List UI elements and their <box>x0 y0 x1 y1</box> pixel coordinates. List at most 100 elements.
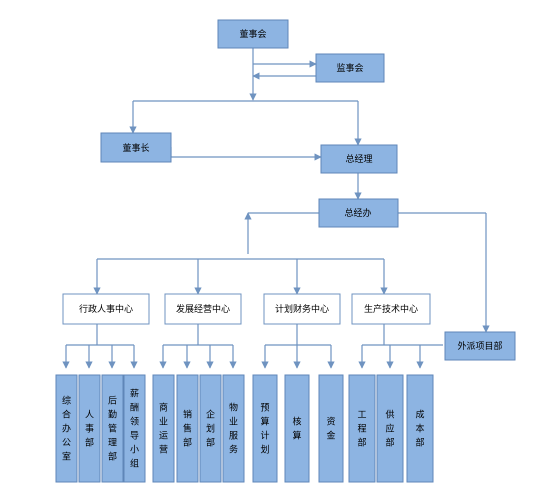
department-development-1: 销售部 <box>176 374 199 483</box>
department-label-char: 小 <box>130 445 139 456</box>
node-external-projects: 外派项目部 <box>444 331 516 361</box>
department-label-char: 室 <box>62 451 71 463</box>
node-admin-hr-center-label: 行政人事中心 <box>79 303 133 315</box>
department-label-char: 计 <box>260 430 269 442</box>
node-board-label: 董事会 <box>239 28 266 40</box>
department-label-char: 部 <box>85 437 94 449</box>
department-label-char: 本 <box>415 423 424 435</box>
node-admin-hr-center: 行政人事中心 <box>62 293 150 325</box>
department-label-char: 部 <box>108 451 117 463</box>
department-box <box>252 374 278 483</box>
department-label-char: 销 <box>183 409 192 421</box>
department-label-char: 办 <box>62 423 71 435</box>
department-label-char: 资 <box>326 417 335 428</box>
department-label-char: 部 <box>357 437 366 449</box>
department-label-char: 服 <box>229 431 238 442</box>
department-development-2: 企划部 <box>199 374 222 483</box>
node-admin-hr-center-box <box>62 293 150 325</box>
department-label-char: 成 <box>415 409 424 421</box>
node-planning-finance-center-box <box>263 293 341 325</box>
node-gm-office-box <box>318 198 399 228</box>
node-supervisors-label: 监事会 <box>336 62 363 74</box>
department-label-char: 营 <box>159 444 168 456</box>
department-label-char: 管 <box>108 423 117 435</box>
department-label-char: 业 <box>229 417 238 428</box>
department-label-char: 金 <box>326 430 335 442</box>
connector-line <box>170 147 322 161</box>
node-production-tech-center-label: 生产技术中心 <box>364 303 418 315</box>
department-label-char: 综 <box>62 395 71 407</box>
department-label-char: 薪 <box>130 388 139 400</box>
node-gm-office-label: 总经办 <box>344 207 371 219</box>
department-label-char: 运 <box>159 431 168 442</box>
department-label-char: 合 <box>62 409 71 421</box>
department-label-char: 理 <box>108 438 117 449</box>
node-production-tech-center-box <box>351 293 431 325</box>
node-external-projects-label: 外派项目部 <box>457 340 502 352</box>
department-label-char: 应 <box>385 423 394 435</box>
department-box <box>376 374 404 483</box>
node-planning-finance-center-label: 计划财务中心 <box>275 303 329 315</box>
department-box <box>176 374 199 483</box>
department-label-char: 领 <box>130 416 139 428</box>
department-box <box>406 374 434 483</box>
department-label-char: 工 <box>357 411 366 421</box>
department-box <box>55 374 78 483</box>
node-board-box <box>217 19 289 49</box>
node-production-tech-center: 生产技术中心 <box>351 293 431 325</box>
node-external-projects-box <box>444 331 516 361</box>
department-label-char: 导 <box>130 431 139 442</box>
node-supervisors-box <box>315 53 385 83</box>
department-label-char: 勤 <box>108 409 117 421</box>
node-board: 董事会 <box>217 19 289 49</box>
department-label-char: 售 <box>183 423 192 435</box>
node-supervisors: 监事会 <box>315 53 385 83</box>
department-box <box>348 374 376 483</box>
department-box <box>199 374 222 483</box>
connectors <box>62 48 490 369</box>
department-box <box>123 374 146 483</box>
node-chairman-label: 董事长 <box>122 142 149 154</box>
department-label-char: 企 <box>206 409 215 421</box>
department-label-char: 组 <box>130 458 139 470</box>
department-label-char: 预 <box>260 403 269 414</box>
department-production_tech-2: 成本部 <box>406 374 434 483</box>
node-chairman-box <box>100 132 172 163</box>
node-development-center-box <box>164 293 242 325</box>
department-label-char: 部 <box>385 437 394 449</box>
department-label-char: 算 <box>260 416 269 428</box>
node-gm-box <box>320 144 398 174</box>
department-label-char: 供 <box>385 409 394 421</box>
node-general-manager: 总经理 <box>320 144 398 174</box>
department-planning_finance-1: 核算 <box>284 374 310 483</box>
department-label-char: 物 <box>229 402 238 414</box>
department-label-char: 部 <box>206 437 215 449</box>
department-label-char: 部 <box>183 437 192 449</box>
department-label-char: 划 <box>206 423 215 435</box>
node-gm-office: 总经办 <box>318 198 399 228</box>
department-label-char: 算 <box>292 430 301 442</box>
department-label-char: 划 <box>260 444 269 456</box>
department-label-char: 事 <box>85 423 94 435</box>
node-development-center: 发展经营中心 <box>164 293 242 325</box>
node-gm-label: 总经理 <box>345 153 372 165</box>
department-box <box>152 374 175 483</box>
department-label-char: 务 <box>229 444 238 456</box>
department-label-char: 人 <box>85 410 94 421</box>
department-box <box>101 374 124 483</box>
department-label-char: 部 <box>415 437 424 449</box>
department-label-char: 业 <box>159 417 168 428</box>
department-label-char: 酬 <box>130 403 139 414</box>
department-box <box>318 374 344 483</box>
department-nodes: 综合办公室人事部后勤管理部薪酬领导小组商业运营销售部企划部物业服务预算计划核算资… <box>55 374 434 483</box>
node-chairman: 董事长 <box>100 132 172 163</box>
department-production_tech-0: 工程部 <box>348 374 376 483</box>
department-production_tech-1: 供应部 <box>376 374 404 483</box>
department-label-char: 公 <box>62 438 71 449</box>
